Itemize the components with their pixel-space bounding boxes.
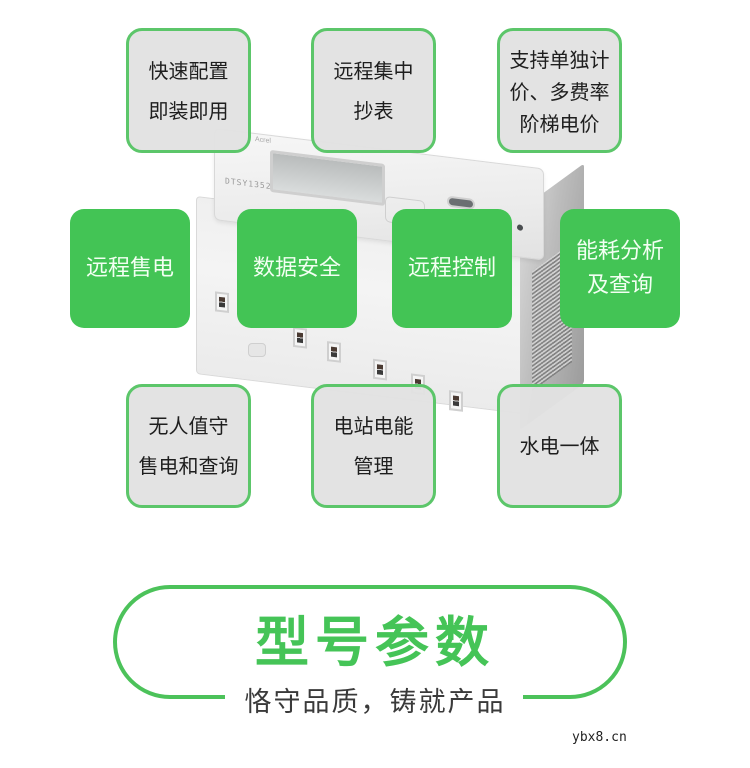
feature-line: 水电一体	[519, 434, 600, 458]
feature-station-energy-management: 电站电能 管理	[311, 384, 436, 508]
terminal-slot	[373, 358, 387, 381]
led-indicator-icon	[517, 224, 523, 231]
meter-model: DTSY1352	[225, 176, 272, 192]
frame-gap	[225, 690, 523, 704]
feature-line: 远程控制	[407, 255, 496, 281]
feature-line: 数据安全	[252, 255, 341, 281]
feature-remote-power-sale: 远程售电	[70, 209, 190, 328]
feature-line: 快速配置	[148, 58, 229, 83]
meter-brand: Acrel	[255, 136, 271, 145]
section-title: 型号参数	[255, 611, 495, 674]
feature-line: 支持单独计	[509, 47, 610, 72]
terminal-slot	[215, 291, 229, 314]
feature-remote-meter-reading: 远程集中 抄表	[311, 28, 436, 153]
meter-lcd-display	[270, 149, 385, 206]
terminal-slot	[293, 326, 307, 349]
feature-water-electric-integration: 水电一体	[497, 384, 622, 508]
watermark: ybx8.cn	[572, 730, 627, 745]
feature-line: 价、多费率	[509, 79, 610, 104]
feature-line: 抄表	[353, 98, 394, 123]
terminal-slot	[449, 390, 463, 412]
meter-button	[447, 195, 475, 211]
feature-line: 阶梯电价	[519, 111, 600, 136]
feature-data-security: 数据安全	[237, 209, 357, 328]
section-subtitle: 恪守品质，铸就产品	[244, 687, 506, 718]
feature-line: 远程集中	[333, 58, 414, 83]
feature-line: 无人值守	[148, 414, 229, 438]
feature-line: 售电和查询	[138, 454, 239, 478]
feature-line: 能耗分析	[575, 238, 664, 264]
feature-unattended-sale: 无人值守 售电和查询	[126, 384, 251, 508]
feature-line: 远程售电	[85, 255, 174, 281]
feature-line: 及查询	[586, 272, 653, 298]
feature-tiered-pricing: 支持单独计 价、多费率 阶梯电价	[497, 28, 622, 153]
feature-energy-analysis: 能耗分析 及查询	[560, 209, 680, 328]
feature-line: 电站电能	[333, 414, 414, 438]
feature-remote-control: 远程控制	[392, 209, 512, 328]
terminal-slot	[327, 341, 341, 363]
feature-line: 即装即用	[148, 98, 229, 123]
feature-line: 管理	[353, 454, 394, 478]
din-rail-clip	[248, 343, 266, 357]
feature-quick-config: 快速配置 即装即用	[126, 28, 251, 153]
